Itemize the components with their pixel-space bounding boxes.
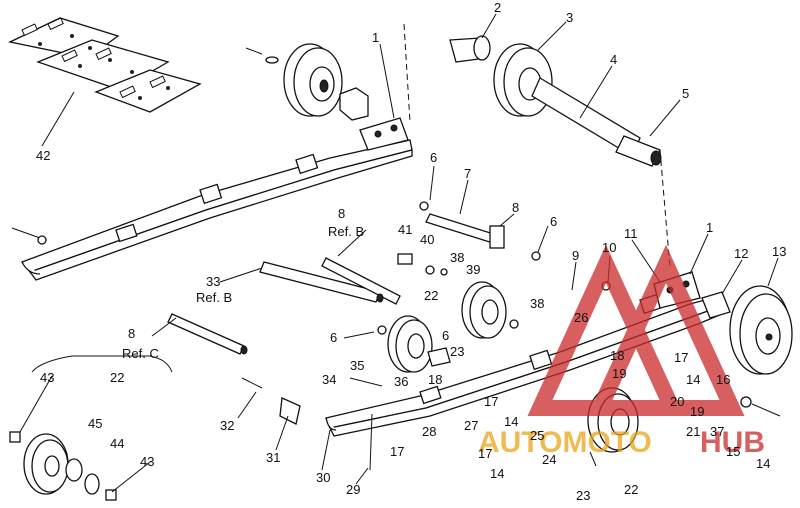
label-6-a: 6 bbox=[430, 150, 437, 165]
label-15: 15 bbox=[726, 444, 740, 459]
label-9: 9 bbox=[572, 248, 579, 263]
label-33: 33 bbox=[206, 274, 220, 289]
watermark-text-automoto: AUTOMOTO bbox=[478, 426, 652, 459]
label-43-a: 43 bbox=[40, 370, 54, 385]
label-2: 2 bbox=[494, 0, 501, 15]
label-27: 27 bbox=[464, 418, 478, 433]
label-10: 10 bbox=[602, 240, 616, 255]
label-1-left: 1 bbox=[372, 30, 379, 45]
label-37: 37 bbox=[710, 424, 724, 439]
label-18-b: 18 bbox=[428, 372, 442, 387]
label-6-d: 6 bbox=[442, 328, 449, 343]
upper-idler-wheel bbox=[245, 43, 369, 121]
idler-axle-assembly bbox=[449, 35, 662, 167]
rear-idler-wheel bbox=[701, 285, 793, 375]
label-11: 11 bbox=[624, 226, 638, 241]
track-segment bbox=[7, 17, 202, 113]
label-23-b: 23 bbox=[576, 488, 590, 503]
label-19-a: 19 bbox=[612, 366, 626, 381]
label-22-c: 22 bbox=[624, 482, 638, 497]
label-28: 28 bbox=[422, 424, 436, 439]
label-34: 34 bbox=[322, 372, 336, 387]
label-45: 45 bbox=[88, 416, 102, 431]
label-ref-c: Ref. C bbox=[122, 346, 159, 361]
label-38-b: 38 bbox=[530, 296, 544, 311]
label-31: 31 bbox=[266, 450, 280, 465]
label-14-b: 14 bbox=[504, 414, 518, 429]
label-43-b: 43 bbox=[140, 454, 154, 469]
label-22-b: 22 bbox=[110, 370, 124, 385]
label-26: 26 bbox=[574, 310, 588, 325]
left-slide-rail bbox=[20, 23, 413, 281]
label-8-b: 8 bbox=[338, 206, 345, 221]
watermark-text-hub: HUB bbox=[700, 426, 765, 459]
label-36: 36 bbox=[394, 374, 408, 389]
label-17-c: 17 bbox=[390, 444, 404, 459]
callout-labels: 1 2 3 4 5 42 6 7 8 6 8 Ref. B 41 40 38 3… bbox=[36, 0, 786, 503]
label-12: 12 bbox=[734, 246, 748, 261]
label-24: 24 bbox=[542, 452, 556, 467]
label-17-a: 17 bbox=[674, 350, 688, 365]
label-ref-b-2: Ref. B bbox=[196, 290, 232, 305]
label-20: 20 bbox=[670, 394, 684, 409]
label-22-a: 22 bbox=[424, 288, 438, 303]
label-8-c: 8 bbox=[128, 326, 135, 341]
label-39: 39 bbox=[466, 262, 480, 277]
label-6-c: 6 bbox=[330, 330, 337, 345]
hardware-fasteners bbox=[11, 201, 781, 471]
label-17-b: 17 bbox=[484, 394, 498, 409]
label-42: 42 bbox=[36, 148, 50, 163]
label-30: 30 bbox=[316, 470, 330, 485]
wheel-assembly-detail bbox=[9, 355, 173, 501]
label-25: 25 bbox=[530, 428, 544, 443]
label-32: 32 bbox=[220, 418, 234, 433]
label-5: 5 bbox=[682, 86, 689, 101]
label-17-d: 17 bbox=[478, 446, 492, 461]
label-40: 40 bbox=[420, 232, 434, 247]
label-14-a: 14 bbox=[686, 372, 700, 387]
label-4: 4 bbox=[610, 52, 617, 67]
label-35: 35 bbox=[350, 358, 364, 373]
label-13: 13 bbox=[772, 244, 786, 259]
label-44: 44 bbox=[110, 436, 124, 451]
label-14-d: 14 bbox=[756, 456, 770, 471]
label-29: 29 bbox=[346, 482, 360, 497]
cross-shafts bbox=[167, 213, 505, 355]
label-19-b: 19 bbox=[690, 404, 704, 419]
label-38-a: 38 bbox=[450, 250, 464, 265]
label-8-a: 8 bbox=[512, 200, 519, 215]
label-16: 16 bbox=[716, 372, 730, 387]
label-21: 21 bbox=[686, 424, 700, 439]
label-3: 3 bbox=[566, 10, 573, 25]
middle-idler-wheels bbox=[387, 281, 507, 373]
label-14-c: 14 bbox=[490, 466, 504, 481]
label-7: 7 bbox=[464, 166, 471, 181]
label-6-b: 6 bbox=[550, 214, 557, 229]
label-41: 41 bbox=[398, 222, 412, 237]
label-ref-b-1: Ref. B bbox=[328, 224, 364, 239]
label-23-a: 23 bbox=[450, 344, 464, 359]
label-18-a: 18 bbox=[610, 348, 624, 363]
watermark: AUTOMOTO HUB bbox=[478, 244, 765, 459]
label-1-right: 1 bbox=[706, 220, 713, 235]
